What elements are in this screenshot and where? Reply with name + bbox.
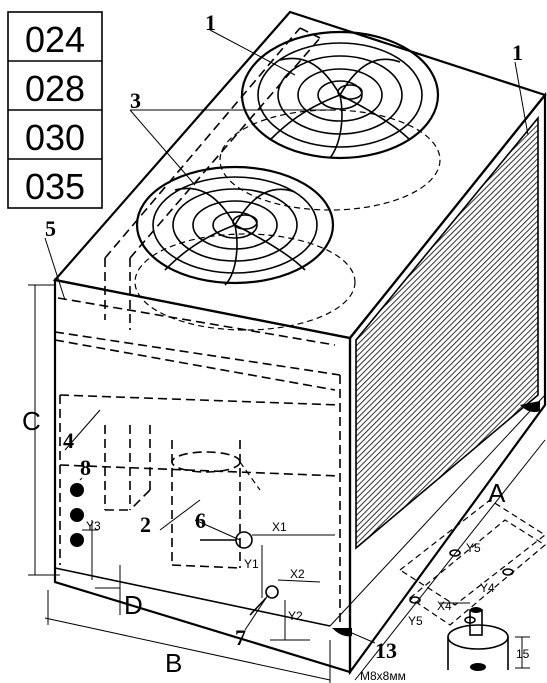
callout-fan-guard: 3: [130, 88, 141, 113]
callout-mount-foot: 13: [375, 638, 397, 663]
callout-connection-upper: 6: [195, 508, 206, 533]
unit-cabinet: [52, 10, 547, 676]
fan-front: [134, 165, 356, 331]
callout-compressor: 2: [140, 512, 151, 537]
model-table: 024 028 030 035: [7, 11, 103, 209]
dim-height-c: C: [22, 406, 41, 436]
knockouts: [70, 483, 84, 547]
dim-x4: X4: [437, 599, 452, 613]
connection-lower: [249, 585, 279, 616]
condenser-coil: [355, 115, 539, 550]
dim-base-gap-d: D: [124, 590, 143, 620]
mount-feet: [332, 401, 540, 637]
dim-x1: X1: [272, 520, 287, 534]
foot-detail: [447, 607, 530, 671]
base-plan: [398, 499, 547, 626]
callout-panel-front: 4: [63, 428, 74, 453]
dim-y5-top: Y5: [466, 541, 481, 555]
connection-upper: [200, 531, 253, 549]
callout-panel-top: 5: [45, 216, 56, 241]
model-024: 024: [25, 19, 85, 60]
dim-y2: Y2: [288, 609, 303, 623]
dim-y1: Y1: [244, 557, 259, 571]
callout-leaders: [44, 29, 529, 644]
model-028: 028: [25, 68, 85, 109]
dim-y5-bottom: Y5: [408, 614, 423, 628]
dim-bolt-spec: M8x8мм: [360, 669, 406, 683]
callout-fan-top: 1: [205, 10, 216, 35]
model-030: 030: [25, 117, 85, 158]
callout-coil-right: 1: [512, 40, 523, 65]
dim-y4: Y4: [480, 581, 495, 595]
dimension-lines: [28, 284, 546, 683]
model-035: 035: [25, 166, 85, 207]
callout-knockouts: 8: [80, 455, 91, 480]
dim-width-b: B: [165, 648, 182, 678]
dim-depth-a: A: [488, 478, 506, 508]
dim-foot-height: 15: [516, 647, 530, 661]
dim-x2: X2: [290, 567, 305, 581]
callout-connection-lower: 7: [235, 625, 246, 650]
fan-rear: [219, 30, 441, 211]
dim-y3: Y3: [86, 519, 101, 533]
